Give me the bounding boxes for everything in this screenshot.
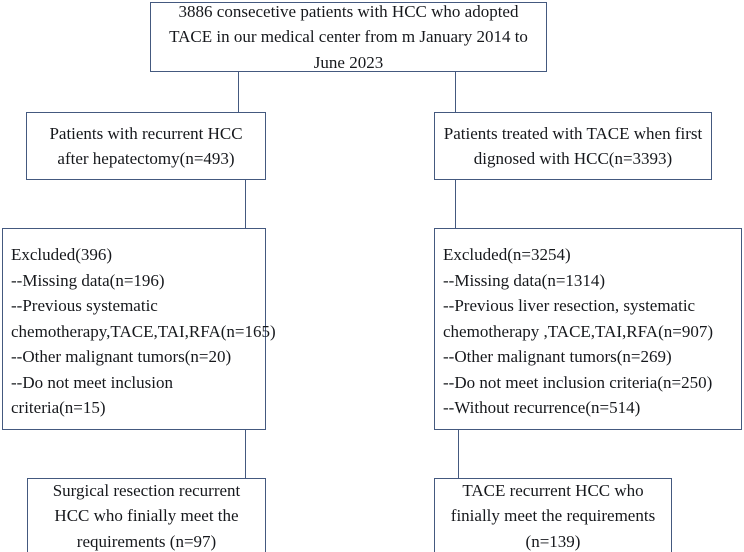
node-right-exclusions: Excluded(n=3254) --Missing data(n=1314) … (434, 228, 742, 430)
connector-right-exclusions-to-final (458, 430, 460, 478)
node-total-cohort: 3886 consecetive patients with HCC who a… (150, 2, 547, 72)
connector-top-to-right-branch (455, 72, 457, 112)
node-tace-first-diagnosis: Patients treated with TACE when first di… (434, 112, 712, 180)
node-left-exclusions-text: Excluded(396) --Missing data(n=196) --Pr… (11, 245, 276, 417)
node-tace-first-diagnosis-text: Patients treated with TACE when first di… (443, 123, 703, 169)
node-right-exclusions-text: Excluded(n=3254) --Missing data(n=1314) … (443, 245, 713, 417)
node-total-cohort-text: 3886 consecetive patients with HCC who a… (169, 1, 528, 72)
node-final-tace-cohort: TACE recurrent HCC who finially meet the… (434, 478, 672, 552)
node-final-tace-cohort-text: TACE recurrent HCC who finially meet the… (450, 480, 656, 551)
connector-left-exclusions-to-final (245, 430, 247, 478)
node-recurrent-after-hepatectomy: Patients with recurrent HCC after hepate… (26, 112, 266, 180)
connector-left-cohort-to-exclusions (245, 180, 247, 228)
node-final-surgical-resection-cohort-text: Surgical resection recurrent HCC who fin… (52, 480, 241, 551)
node-final-surgical-resection-cohort: Surgical resection recurrent HCC who fin… (27, 478, 266, 552)
connector-top-to-left-branch (238, 72, 240, 112)
connector-right-cohort-to-exclusions (455, 180, 457, 228)
node-left-exclusions: Excluded(396) --Missing data(n=196) --Pr… (2, 228, 276, 430)
node-recurrent-after-hepatectomy-text: Patients with recurrent HCC after hepate… (49, 123, 243, 169)
